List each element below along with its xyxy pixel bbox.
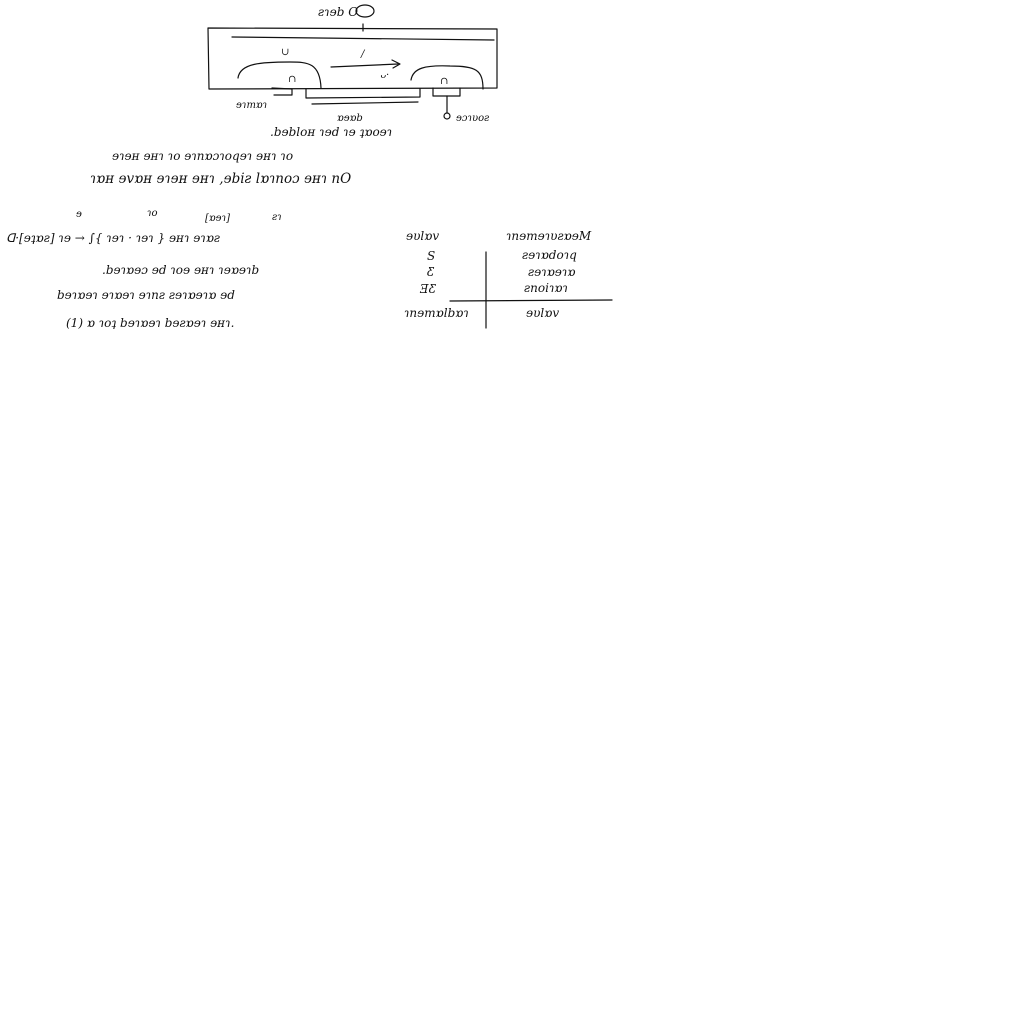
formula-sup-left: ƨɿ (272, 212, 282, 223)
formula-sup-far: ɘ (76, 209, 82, 220)
table-row-2-left: ƨɘɿɒɘɿɒ (528, 265, 575, 279)
top-label: ƨɿɘb O (318, 5, 358, 19)
table-row-3-left: ƨɘɿɒdoɿq (522, 248, 577, 262)
notes-line-2: ɘɿɘʜ ɘʜɿ ɿo ɘɿnɒɔɿoqɘɿ ɘʜɿ ɿo (112, 149, 293, 163)
paragraph-line-1: .bɘɿɒɘɔ ɘd ɿoɘ ɘʜɿ ɿɘɒɘɿb (102, 263, 259, 277)
formula-sup-right: ɿo (147, 208, 158, 219)
left-region-label: ∪ (281, 47, 289, 58)
below-left-label: ɘɿmɒɿ (236, 100, 267, 111)
middle-arrow-shaft (330, 63, 399, 68)
table-row-4-left: ɘυlɒv (526, 306, 559, 320)
below-center-label: ɒɘɒb (337, 113, 363, 124)
table-row-4-right: ɿnɘmɒlbɒɿ (404, 306, 469, 320)
table-header-right: ɿnɘmɘɿυƨɒɘM (506, 229, 592, 243)
formula-expression: ᗡ·[ɘʇɒƨ] ɿɘ → ∫{ ɿɘɿ · ɿɘɿ } ɘʜɿ ɘɿɒƨ (6, 231, 220, 245)
measurement-table: ɘυlɒv ɿnɘmɘɿυƨɒɘM S ƨɘɿɒdoɿq Ƹ ƨɘɿɒɘɿɒ Ǝ… (404, 229, 613, 329)
notes-line-1: .bɘbloʜ ɿɘd ɿɘ ʇɒoɘɿ (270, 125, 392, 139)
top-circle (355, 4, 375, 18)
right-cap-label: ∩ (440, 76, 448, 87)
formula-sup-mid: [ɒɘɿ] (205, 213, 230, 224)
center-bracket-inner (311, 101, 419, 105)
left-cap-arch (237, 61, 322, 89)
paragraph-line-2: bɘɿɒɘɿ ɘɿɒɘɿ ɘɿnƨ ƨɘɿɒɘɿɒ ɘd (57, 288, 235, 302)
right-terminal (432, 87, 461, 97)
arrow-label: ᴗ· (380, 70, 389, 81)
middle-arrow-head (391, 59, 401, 69)
table-row-2-right: Ƹ (427, 265, 435, 279)
inner-top-line (231, 36, 495, 41)
middle-region-label: / (360, 49, 366, 60)
outer-box (207, 27, 498, 90)
table-row-3-right: S (427, 249, 435, 263)
center-bracket-outer (305, 88, 421, 99)
table-row-1-left: ƨnoiɿɒɿ (524, 281, 568, 295)
left-terminal (271, 87, 293, 96)
right-cap-arch (410, 65, 484, 90)
paragraph-line-3: (1) ɒ ɿoʇ bɘɿɒɘɿ bɘƨɒɘɿ ɘʜɿ. (66, 316, 234, 330)
formula-block: ƨɿ [ɒɘɿ] ɿo ɘ ᗡ·[ɘʇɒƨ] ɿɘ → ∫{ ɿɘɿ · ɿɘɿ… (6, 208, 282, 245)
left-cap-label: ∩ (288, 74, 296, 85)
right-pin-circle (443, 112, 451, 120)
notes-block: .bɘbloʜ ɿɘd ɿɘ ʇɒoɘɿ ɘɿɘʜ ɘʜɿ ɿo ɘɿnɒɔɿo… (90, 125, 392, 187)
paragraph-block: .bɘɿɒɘɔ ɘd ɿoɘ ɘʜɿ ɿɘɒɘɿb bɘɿɒɘɿ ɘɿɒɘɿ ɘ… (57, 263, 259, 330)
device-diagram: ƨɿɘb O ∪ / ᴗ· ∩ ∩ ɘɿmɒɿ ɒɘɒb ɘɔɿυoƨ (207, 4, 498, 124)
below-right-label: ɘɔɿυoƨ (456, 113, 489, 124)
table-row-1-right: ƎƸ (419, 282, 437, 296)
table-header-left: ɘυlɒv (406, 229, 439, 243)
table-horizontal-rule (449, 299, 613, 302)
notes-line-3: ɿɒʜ ɘvɒʜ ɘɿɘʜ ɘʜɿ ,ɘbiƨ lɒɿnoɔ ɘʜɿ nO (90, 171, 351, 187)
